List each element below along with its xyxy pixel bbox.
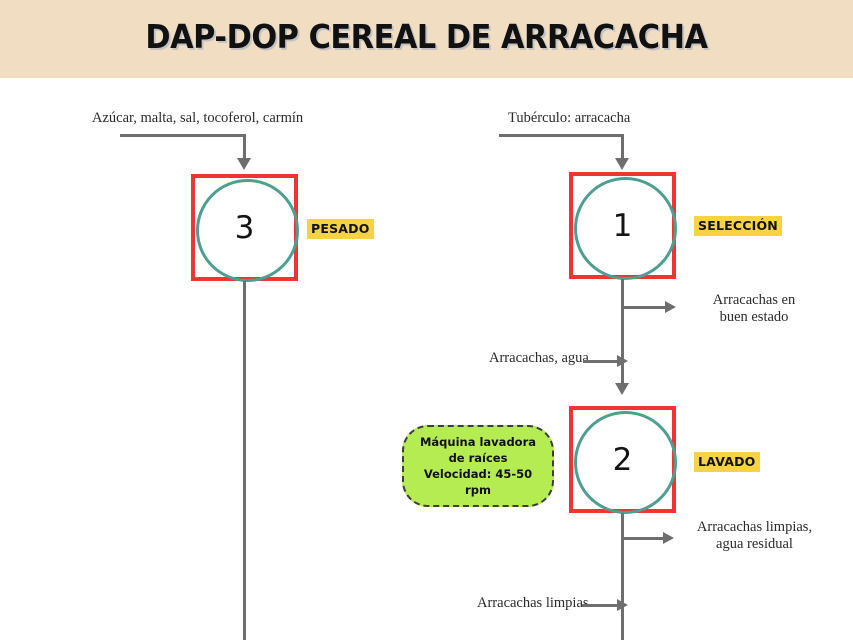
left-input-arrowhead xyxy=(237,158,251,170)
lavado-input-label: Arracachas, agua xyxy=(489,350,589,366)
stage-label-lavado: LAVADO xyxy=(694,452,760,472)
lavado-output-line2: agua residual xyxy=(716,536,793,552)
right-input-arrowhead xyxy=(615,158,629,170)
lavado-output-hline xyxy=(621,537,665,540)
stage-label-pesado: PESADO xyxy=(307,219,374,239)
seleccion-output-label: Arracachas en buen estado xyxy=(679,292,829,326)
node-seleccion[interactable]: 1 xyxy=(569,172,677,280)
left-input-label: Azúcar, malta, sal, tocoferol, carmín xyxy=(92,110,304,126)
next-stage-input-label: Arracachas limpias xyxy=(477,595,589,611)
machine-note-lavadora: Máquina lavadora de raíces Velocidad: 45… xyxy=(402,425,554,507)
right-input-label: Tubérculo: arracacha xyxy=(508,110,631,126)
seleccion-output-line2: buen estado xyxy=(719,309,789,325)
lavado-output-vline xyxy=(621,513,624,640)
header-band xyxy=(0,0,853,78)
seleccion-output-hline xyxy=(621,306,667,309)
lavado-output-arrowhead xyxy=(663,532,674,544)
left-output-vline xyxy=(243,281,246,640)
node-pesado-circle xyxy=(196,179,299,282)
node-pesado-number: 3 xyxy=(234,209,255,246)
page-title: DAP-DOP CEREAL DE ARRACACHA xyxy=(145,17,708,56)
stage-label-seleccion: SELECCIÓN xyxy=(694,216,782,236)
lavado-input-arrowhead-side xyxy=(617,355,628,367)
machine-note-line2: Velocidad: 45-50 rpm xyxy=(423,467,533,497)
node-lavado-circle xyxy=(574,411,677,514)
lavado-output-line1: Arracachas limpias, xyxy=(696,519,813,535)
left-input-hline xyxy=(120,134,246,137)
seleccion-output-line1: Arracachas en xyxy=(712,292,796,308)
node-lavado[interactable]: 2 xyxy=(569,406,677,514)
right-input-vline xyxy=(621,134,624,160)
left-input-vline xyxy=(243,134,246,160)
node-seleccion-circle xyxy=(574,177,677,280)
seleccion-to-lavado-vline xyxy=(621,279,624,385)
node-seleccion-number: 1 xyxy=(612,207,633,244)
lavado-input-arrowhead xyxy=(615,383,629,395)
seleccion-output-arrowhead xyxy=(665,301,676,313)
lavado-output-label: Arracachas limpias, agua residual xyxy=(672,519,837,553)
right-input-hline xyxy=(499,134,624,137)
machine-note-line1: Máquina lavadora de raíces xyxy=(419,435,537,465)
next-stage-input-arrowhead xyxy=(617,599,628,611)
lavado-input-hline xyxy=(583,360,621,363)
node-pesado[interactable]: 3 xyxy=(191,174,299,282)
next-stage-input-hline xyxy=(582,604,621,607)
node-lavado-number: 2 xyxy=(612,441,633,478)
